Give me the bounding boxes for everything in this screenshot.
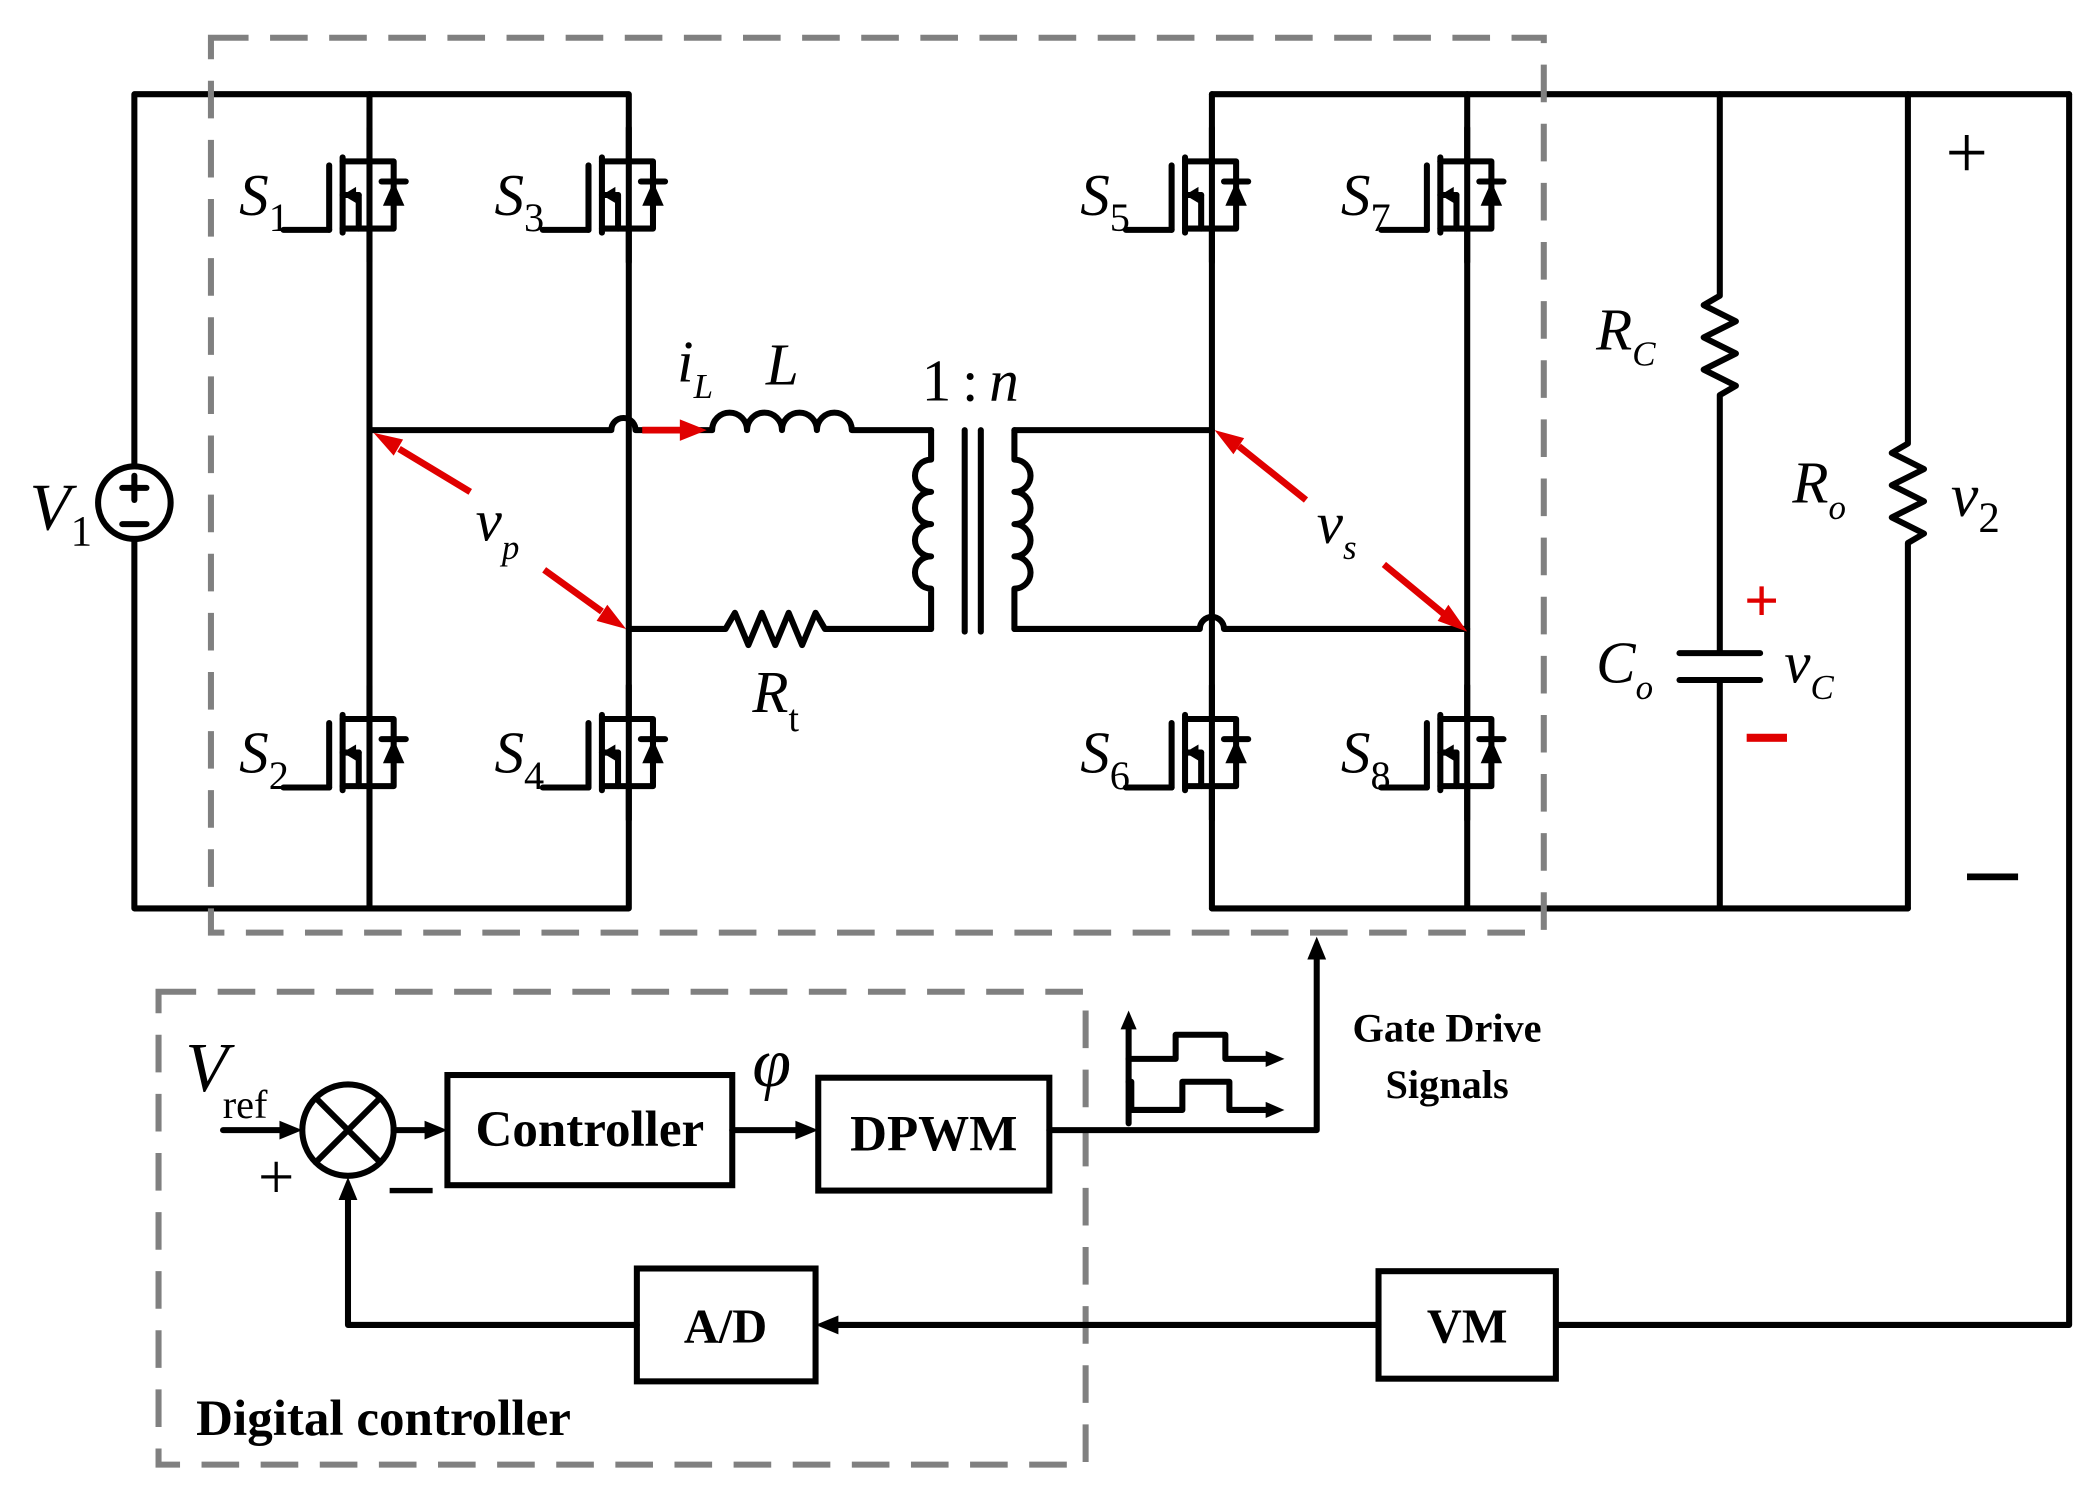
inductor-label: L (765, 331, 799, 397)
source-label: V1 (30, 470, 93, 556)
dpwm-label: DPWM (850, 1106, 1017, 1162)
switch-label-s7: S7 (1341, 162, 1391, 240)
vc-label: vC (1784, 630, 1834, 707)
junction-minus-sign (389, 1187, 433, 1194)
controller-block (444, 1072, 736, 1189)
ad-block (633, 1265, 819, 1385)
vp-label: vp (476, 487, 520, 567)
rc-label: RC (1595, 296, 1656, 373)
switch-label-s4: S4 (494, 720, 544, 798)
switch-label-s6: S6 (1080, 720, 1130, 798)
switch-label-s3: S3 (494, 162, 544, 240)
output-minus-sign (1967, 873, 2019, 881)
vs-label: vs (1317, 490, 1357, 567)
v2-label: v2 (1951, 462, 2000, 542)
control-loop (220, 936, 1559, 1385)
vc-plus-sign: + (1744, 567, 1779, 635)
output-plus-sign: + (1946, 112, 1988, 195)
dpwm-block (815, 1074, 1053, 1194)
primary-bridge (131, 91, 665, 912)
turns-ratio-label: 1:n (922, 348, 1019, 414)
rt-label: Rt (751, 659, 799, 740)
ad-label: A/D (684, 1300, 767, 1353)
ro-label: Ro (1791, 450, 1846, 527)
switch-label-s2: S2 (239, 720, 289, 798)
digital-controller-region (155, 988, 1089, 1468)
current-label: iL (677, 329, 713, 406)
power-stage-region (207, 34, 1547, 936)
digital-controller-label: Digital controller (196, 1391, 571, 1447)
switch-label-s5: S5 (1080, 162, 1130, 240)
load-resistor (1888, 91, 1928, 912)
gate-drive-label-line2: Signals (1385, 1062, 1508, 1107)
co-label: Co (1596, 630, 1653, 707)
vref-label: Vref (185, 1030, 268, 1127)
vm-label: VM (1427, 1300, 1508, 1353)
gate-drive-label-line1: Gate Drive (1352, 1005, 1541, 1050)
dc-source-v1 (95, 463, 174, 542)
switch-label-s8: S8 (1341, 720, 1391, 798)
junction-plus-sign: + (258, 1142, 294, 1213)
phase-shift-label: φ (752, 1025, 791, 1102)
vc-minus-sign (1746, 733, 1787, 742)
switch-label-s1: S1 (239, 162, 289, 240)
transformer (911, 427, 1034, 635)
primary-wiring (366, 409, 935, 649)
feedback-rail (1555, 91, 2073, 1328)
gate-signal-waveform-icon (1120, 1010, 1285, 1127)
vm-block (1375, 1268, 1559, 1382)
controller-label: Controller (475, 1102, 704, 1158)
output-capacitor-branch (1676, 91, 1764, 912)
secondary-bridge (1011, 91, 2073, 912)
